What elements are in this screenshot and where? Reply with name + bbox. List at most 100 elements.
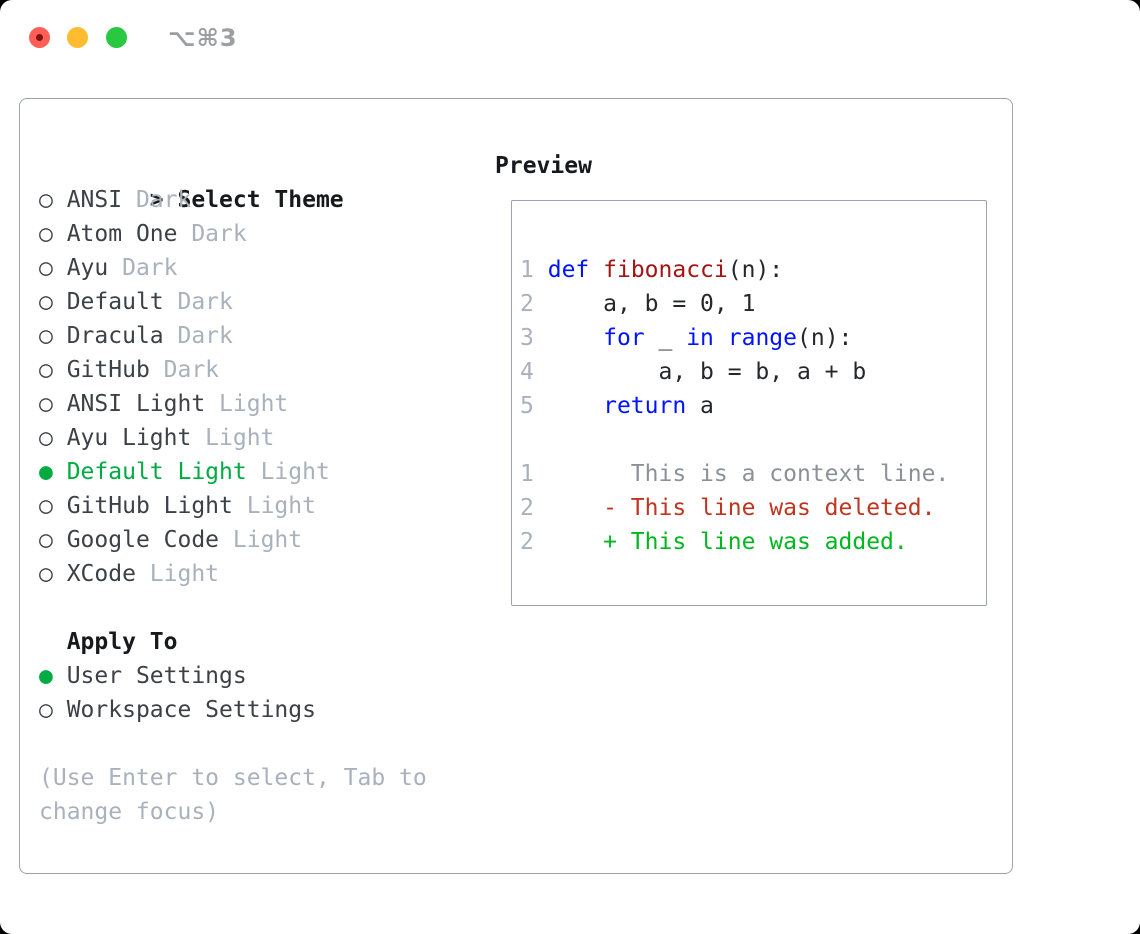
apply-option-user-settings[interactable]: ● User Settings	[39, 659, 427, 693]
radio-icon: ○	[39, 561, 53, 587]
radio-icon: ○	[39, 289, 53, 315]
select-theme-title: Select Theme	[177, 187, 344, 213]
theme-name: Atom One	[66, 221, 178, 247]
spacer	[39, 591, 427, 625]
radio-icon: ○	[39, 493, 53, 519]
preview-line: 4 a, b = b, a + b	[520, 355, 986, 389]
preview-line: 1 def fibonacci(n):	[520, 253, 986, 287]
preview-line: 2 a, b = 0, 1	[520, 287, 986, 321]
theme-variant: Light	[246, 493, 316, 519]
theme-variant: Light	[205, 425, 275, 451]
theme-option-default-light[interactable]: ● Default Light Light	[39, 455, 427, 489]
theme-name: Default	[66, 289, 164, 315]
theme-name: Ayu Light	[66, 425, 192, 451]
theme-option-google-code[interactable]: ○ Google Code Light	[39, 523, 427, 557]
spacer	[39, 727, 427, 761]
radio-icon: ○	[39, 187, 53, 213]
code-token: 5	[520, 393, 534, 419]
theme-variant: Dark	[177, 323, 233, 349]
code-token: (n):	[797, 325, 853, 351]
code-token: _	[644, 325, 687, 351]
radio-icon: ○	[39, 255, 53, 281]
theme-option-dracula[interactable]: ○ Dracula Dark	[39, 319, 427, 353]
radio-icon: ○	[39, 391, 53, 417]
preview-line: 5 return a	[520, 389, 986, 423]
code-token: 1	[520, 461, 534, 487]
code-token: def	[547, 257, 590, 283]
code-token: a, b = 0, 1	[533, 291, 756, 317]
radio-icon: ○	[39, 323, 53, 349]
theme-name: Ayu	[66, 255, 109, 281]
code-token	[534, 257, 548, 283]
theme-name: Dracula	[66, 323, 164, 349]
theme-option-ansi[interactable]: ○ ANSI Dark	[39, 183, 427, 217]
theme-variant: Dark	[122, 255, 178, 281]
code-token: 2	[520, 291, 534, 317]
theme-option-ayu-light[interactable]: ○ Ayu Light Light	[39, 421, 427, 455]
code-token: a	[686, 393, 714, 419]
code-token: 4	[520, 359, 534, 385]
theme-variant: Dark	[177, 289, 233, 315]
code-token: a, b = b, a + b	[533, 359, 867, 385]
theme-option-ayu[interactable]: ○ Ayu Dark	[39, 251, 427, 285]
theme-variant: Light	[232, 527, 303, 553]
preview-line: 1 This is a context line.	[520, 457, 986, 491]
prompt-caret-icon: >	[149, 187, 164, 213]
radio-selected-icon: ●	[39, 663, 53, 689]
code-token: 3	[520, 325, 534, 351]
code-token: return	[603, 393, 687, 419]
code-token	[534, 393, 603, 419]
code-token	[589, 257, 603, 283]
apply-option-label: Workspace Settings	[66, 697, 316, 723]
theme-variant: Light	[149, 561, 220, 587]
preview-title: Preview	[495, 153, 592, 179]
theme-variant: Dark	[163, 357, 220, 383]
preview-line: 2 + This line was added.	[520, 525, 986, 559]
window-title: ⌥⌘3	[168, 24, 238, 52]
theme-name: GitHub Light	[66, 493, 233, 519]
theme-option-xcode[interactable]: ○ XCode Light	[39, 557, 427, 591]
theme-name: Google Code	[66, 527, 220, 553]
theme-name: ANSI Light	[66, 391, 206, 417]
minimize-button[interactable]	[67, 27, 88, 48]
theme-variant: Light	[219, 391, 289, 417]
theme-variant: Light	[260, 459, 330, 485]
code-token	[534, 325, 603, 351]
close-button[interactable]	[29, 27, 50, 48]
theme-name: Default Light	[66, 459, 247, 485]
theme-option-github-light[interactable]: ○ GitHub Light Light	[39, 489, 427, 523]
theme-variant: Dark	[135, 187, 192, 213]
code-token: 2	[520, 529, 534, 555]
apply-option-label: User Settings	[66, 663, 247, 689]
apply-to-header: Apply To	[66, 629, 178, 655]
theme-option-default[interactable]: ○ Default Dark	[39, 285, 427, 319]
radio-icon: ○	[39, 527, 53, 553]
preview-line: 2 - This line was deleted.	[520, 491, 986, 525]
radio-selected-icon: ●	[39, 459, 53, 485]
theme-option-github[interactable]: ○ GitHub Dark	[39, 353, 427, 387]
code-token: for	[603, 325, 645, 351]
theme-option-ansi-light[interactable]: ○ ANSI Light Light	[39, 387, 427, 421]
select-theme-header: > Select Theme	[39, 149, 427, 213]
code-token: + This line was added.	[533, 529, 908, 555]
code-token: This is a context line.	[533, 461, 950, 487]
theme-name: ANSI	[66, 187, 123, 213]
radio-icon: ○	[39, 425, 53, 451]
close-dot-icon	[36, 34, 43, 41]
code-token: (n):	[727, 257, 784, 283]
code-token: in	[686, 325, 714, 351]
theme-variant: Dark	[191, 221, 247, 247]
theme-name: XCode	[66, 561, 136, 587]
code-token: 2	[520, 495, 534, 521]
zoom-button[interactable]	[106, 27, 127, 48]
apply-option-workspace-settings[interactable]: ○Workspace Settings	[39, 693, 427, 727]
radio-icon: ○	[39, 357, 53, 383]
theme-name: GitHub	[66, 357, 150, 383]
